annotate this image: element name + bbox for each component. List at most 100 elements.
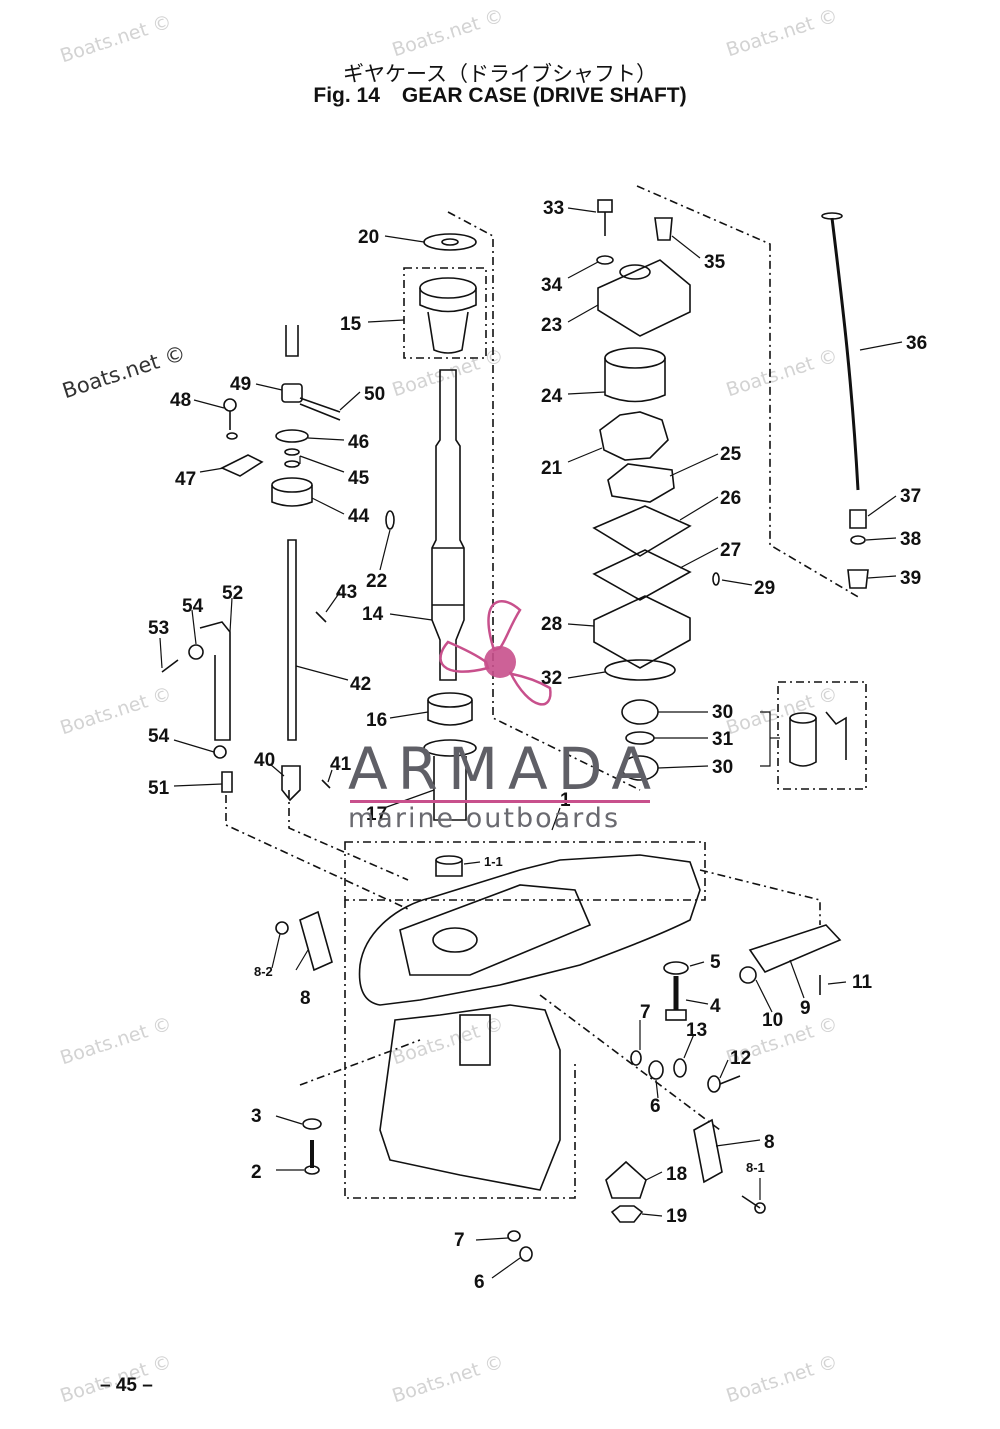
callout: 40: [254, 750, 275, 771]
title-japanese: ギヤケース（ドライブシャフト）: [343, 62, 657, 86]
callout: 48: [170, 390, 191, 411]
bushing-1-1: [435, 860, 463, 877]
washer-5: [663, 961, 689, 975]
bolt-dash-line: [299, 1039, 421, 1086]
callout: 18: [666, 1164, 687, 1185]
rod-stub: [285, 325, 299, 357]
callout: 7: [640, 1002, 651, 1023]
screw-12-head: [707, 1075, 721, 1093]
callout-labels: 20 15 33 35 34 23 36 49 48 50 46 45 47 4…: [148, 198, 927, 1293]
pinion-gear-15: [427, 311, 469, 354]
o-ring-32: [604, 659, 676, 681]
sleeve-17: [433, 756, 467, 821]
pump-base-28: [593, 595, 691, 669]
pump-housing-23: [597, 259, 691, 337]
callout: 4: [710, 996, 721, 1017]
callout: 2: [251, 1162, 262, 1183]
clamp-54: [188, 644, 204, 660]
bolt-2-head: [304, 1165, 320, 1175]
logo-underline: [350, 800, 650, 803]
gear-case-box-bottom: [344, 900, 576, 1199]
callout: 21: [541, 458, 563, 479]
bushing-1-1-top: [435, 855, 463, 865]
clamp-54-lower: [213, 745, 227, 759]
bearing-15-body: [419, 288, 477, 313]
clip-tool: [825, 711, 847, 760]
hose-52: [199, 621, 231, 741]
plug-6: [648, 1060, 664, 1080]
armada-logo-tagline: marine outboards: [348, 803, 621, 834]
nut-19: [610, 1205, 644, 1223]
bolt-33-head: [597, 199, 613, 213]
callout: 54: [182, 596, 204, 617]
o-ring-46: [275, 429, 309, 443]
screw-12: [719, 1075, 741, 1085]
armada-logo-propeller: [439, 600, 552, 706]
callout: 30: [712, 757, 733, 778]
callout: 3: [251, 1106, 262, 1127]
callout: 34: [541, 275, 563, 296]
callout: 37: [900, 486, 921, 507]
bolt-4-head: [665, 1009, 687, 1021]
callout: 35: [704, 252, 726, 273]
callout: 14: [362, 604, 384, 625]
callout: 39: [900, 568, 921, 589]
water-tube-36: [830, 217, 860, 491]
plate-dash-line: [699, 869, 821, 925]
shift-cam-40: [281, 765, 301, 802]
gasket-25: [607, 463, 675, 503]
sleeve-17-flange: [423, 739, 477, 757]
callout: 33: [543, 198, 564, 219]
callout: 27: [720, 540, 741, 561]
screw-10: [739, 966, 757, 984]
plate-9: [748, 924, 842, 973]
callout: 42: [350, 674, 371, 695]
callout: 19: [666, 1206, 687, 1227]
callout: 8: [300, 988, 311, 1009]
callout: 38: [900, 529, 921, 550]
o-ring-45: [284, 448, 300, 456]
screw-8-2: [275, 921, 289, 935]
pump-housing-23-outlet: [619, 264, 651, 280]
callout: 52: [222, 583, 243, 604]
callout: 28: [541, 614, 562, 635]
screw-8-1-head: [754, 1202, 766, 1214]
callout: 26: [720, 488, 741, 509]
washer-13: [673, 1058, 687, 1078]
bearing-group-box: [403, 267, 487, 359]
gasket-27: [592, 549, 692, 601]
pinion-18: [605, 1160, 647, 1199]
callout: 10: [762, 1010, 783, 1031]
gear-case-deck: [399, 884, 592, 976]
plate-47: [220, 454, 264, 477]
washer-7: [630, 1050, 642, 1066]
callout: 6: [650, 1096, 661, 1117]
callout: 50: [364, 384, 385, 405]
callout: 45: [348, 468, 370, 489]
callout: 5: [710, 952, 721, 973]
key-22: [385, 510, 395, 530]
figure-number: Fig. 14: [313, 84, 380, 107]
impeller-21: [599, 411, 669, 461]
callout: 25: [720, 444, 742, 465]
screw-8-1: [741, 1195, 761, 1209]
grommet-35: [654, 217, 673, 241]
drive-shaft-14: [431, 369, 465, 681]
fitting-53: [161, 659, 179, 673]
callout: 24: [541, 386, 563, 407]
pin-29: [712, 572, 720, 586]
callout: 16: [366, 710, 387, 731]
insert-24-top: [604, 347, 666, 369]
callout: 30: [712, 702, 733, 723]
pin-50: [299, 403, 341, 421]
callout: 8-2: [254, 964, 273, 979]
collar-tool-top: [789, 712, 817, 724]
seal-16-body: [427, 700, 473, 726]
callout: 17: [366, 804, 387, 825]
gear-case-1: [358, 854, 701, 1006]
pump-dash-line: [636, 185, 861, 599]
callout: 32: [541, 668, 562, 689]
bearing-30: [621, 699, 659, 725]
plug-6-lower: [519, 1246, 533, 1262]
callout: 29: [754, 578, 775, 599]
